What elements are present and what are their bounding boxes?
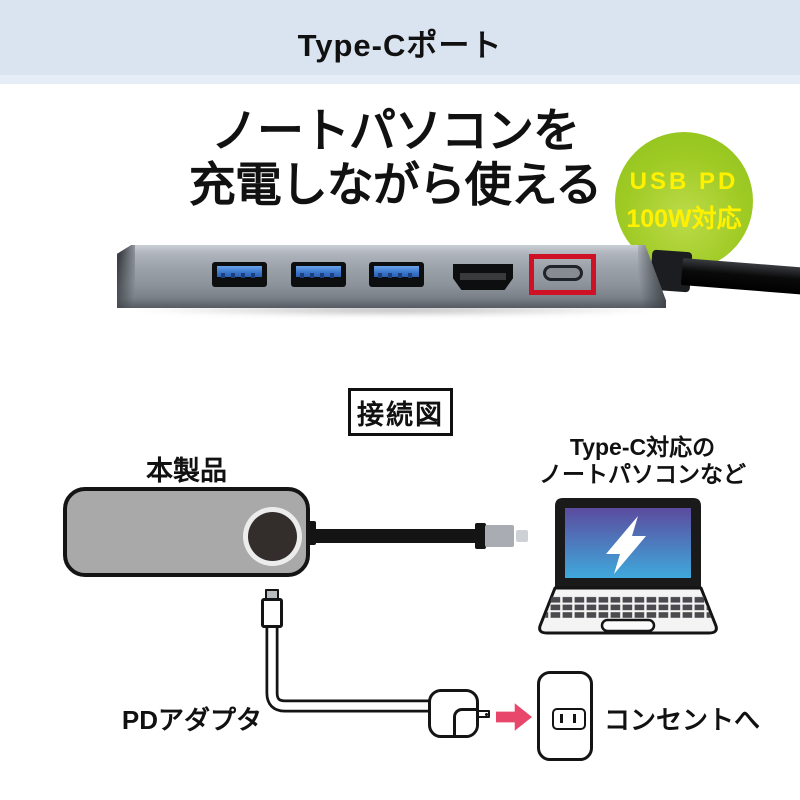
product-illustration	[63, 487, 310, 577]
diagram-title-box: 接続図	[348, 388, 453, 436]
outlet-slot-left	[560, 714, 563, 723]
product-cable	[312, 529, 479, 543]
usb-hub-photo	[117, 245, 666, 308]
laptop-keyboard	[545, 596, 711, 618]
product-cable-stub	[306, 521, 316, 545]
outlet-icon	[537, 671, 593, 761]
product-label: 本製品	[146, 456, 227, 486]
badge-line1: USB PD	[629, 167, 739, 195]
pd-adapter-icon	[428, 689, 479, 738]
outlet-slot-right	[573, 714, 576, 723]
type-c-plug-body	[485, 525, 514, 547]
pd-type-c-plug-body	[261, 598, 283, 628]
plug-strain-relief	[475, 523, 486, 549]
usb-a-port-1-icon	[212, 262, 267, 287]
laptop-icon	[538, 498, 718, 635]
type-c-plug-tip	[516, 530, 528, 542]
laptop-label: Type-C対応の ノートパソコンなど	[515, 434, 770, 488]
page-title: Type-Cポート	[297, 27, 503, 63]
hero-heading-line2: 充電しながら使える	[188, 158, 603, 211]
usb-a-port-2-icon	[291, 262, 346, 287]
right-arrow-icon	[496, 703, 532, 731]
adapter-label: PDアダプタ	[121, 705, 262, 735]
laptop-label-line2: ノートパソコンなど	[539, 461, 746, 487]
hub-cable	[680, 258, 800, 296]
diagram-title: 接続図	[357, 399, 444, 430]
product-port-circle	[248, 512, 297, 561]
hero-heading: ノートパソコンを 充電しながら使える	[0, 104, 790, 212]
lightning-bolt-icon	[606, 516, 646, 574]
hero-heading-line1: ノートパソコンを	[211, 104, 580, 157]
usb-a-port-3-icon	[369, 262, 424, 287]
usb-c-highlight-box	[529, 254, 596, 295]
product-port-ring	[243, 507, 302, 566]
laptop-touchpad	[600, 618, 656, 633]
badge-line2: 100W対応	[626, 204, 742, 233]
header-bar: Type-Cポート	[0, 0, 800, 84]
adapter-plug-fold	[453, 708, 476, 735]
outlet-plate	[552, 708, 586, 730]
usb-c-port-icon	[543, 265, 583, 281]
hdmi-port-icon	[453, 264, 513, 290]
outlet-label: コンセントへ	[604, 705, 761, 735]
laptop-label-line1: Type-C対応の	[569, 434, 716, 460]
